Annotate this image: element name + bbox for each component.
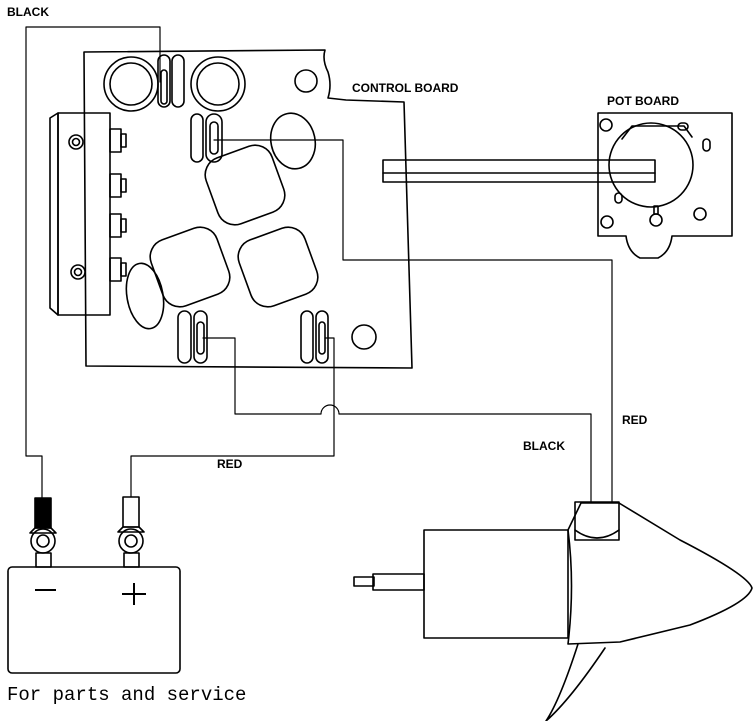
pot-hole-1 — [599, 118, 613, 132]
oval-component-2 — [125, 262, 165, 330]
wire-black-battery — [25, 26, 161, 499]
wires — [25, 26, 613, 503]
wire-black-motor — [202, 337, 592, 503]
transistor-1 — [204, 144, 286, 226]
positive-cable-boot — [122, 496, 140, 528]
side-connector — [49, 112, 127, 316]
pot-board — [597, 112, 733, 259]
label-black-motor: BLACK — [523, 439, 565, 453]
terminal-top-2 — [171, 54, 185, 108]
label-control-board: CONTROL BOARD — [352, 81, 459, 95]
positive-post — [123, 552, 140, 568]
terminal-bottom-left-2 — [193, 310, 208, 364]
terminal-mid-2 — [205, 113, 223, 163]
mount-hole-top — [294, 69, 318, 93]
transistor-2 — [149, 226, 231, 308]
oval-component-1 — [269, 112, 317, 170]
negative-post — [35, 552, 52, 568]
battery — [7, 496, 181, 674]
capacitor-right — [190, 56, 246, 112]
mount-hole-bottom — [351, 324, 377, 350]
motor-shaft — [353, 576, 375, 587]
pot-hole-2 — [600, 215, 614, 229]
capacitor-left — [103, 56, 159, 112]
wire-red-battery — [130, 337, 335, 498]
capacitor-right-inner — [196, 62, 240, 106]
battery-symbols — [35, 583, 146, 605]
footer-text: For parts and service — [7, 684, 247, 706]
wire-red-motor — [213, 139, 613, 503]
capacitor-left-inner — [109, 62, 153, 106]
terminal-top-1 — [157, 54, 171, 108]
potentiometer — [608, 122, 694, 208]
terminal-bottom-left-1 — [177, 310, 192, 364]
label-pot-board: POT BOARD — [607, 94, 679, 108]
shaft — [382, 159, 656, 183]
label-red-battery: RED — [217, 457, 243, 471]
connector-screw-bottom — [70, 264, 86, 280]
label-red-right: RED — [622, 413, 648, 427]
terminal-bottom-right-2 — [315, 310, 329, 364]
pot-hole-3 — [693, 207, 707, 221]
motor-can — [423, 529, 569, 639]
motor-wire-boot — [574, 501, 620, 541]
label-black-top: BLACK — [7, 5, 49, 19]
negative-cable-boot — [34, 497, 52, 529]
battery-body — [7, 566, 181, 674]
terminal-bottom-right-1 — [300, 310, 314, 364]
propeller-blade — [545, 643, 606, 721]
connector-screw-top — [68, 134, 84, 150]
transistor-3 — [237, 226, 319, 308]
terminal-mid-1 — [190, 113, 204, 163]
control-board — [49, 49, 413, 369]
nose-cone — [567, 502, 753, 645]
trolling-motor — [353, 501, 753, 721]
